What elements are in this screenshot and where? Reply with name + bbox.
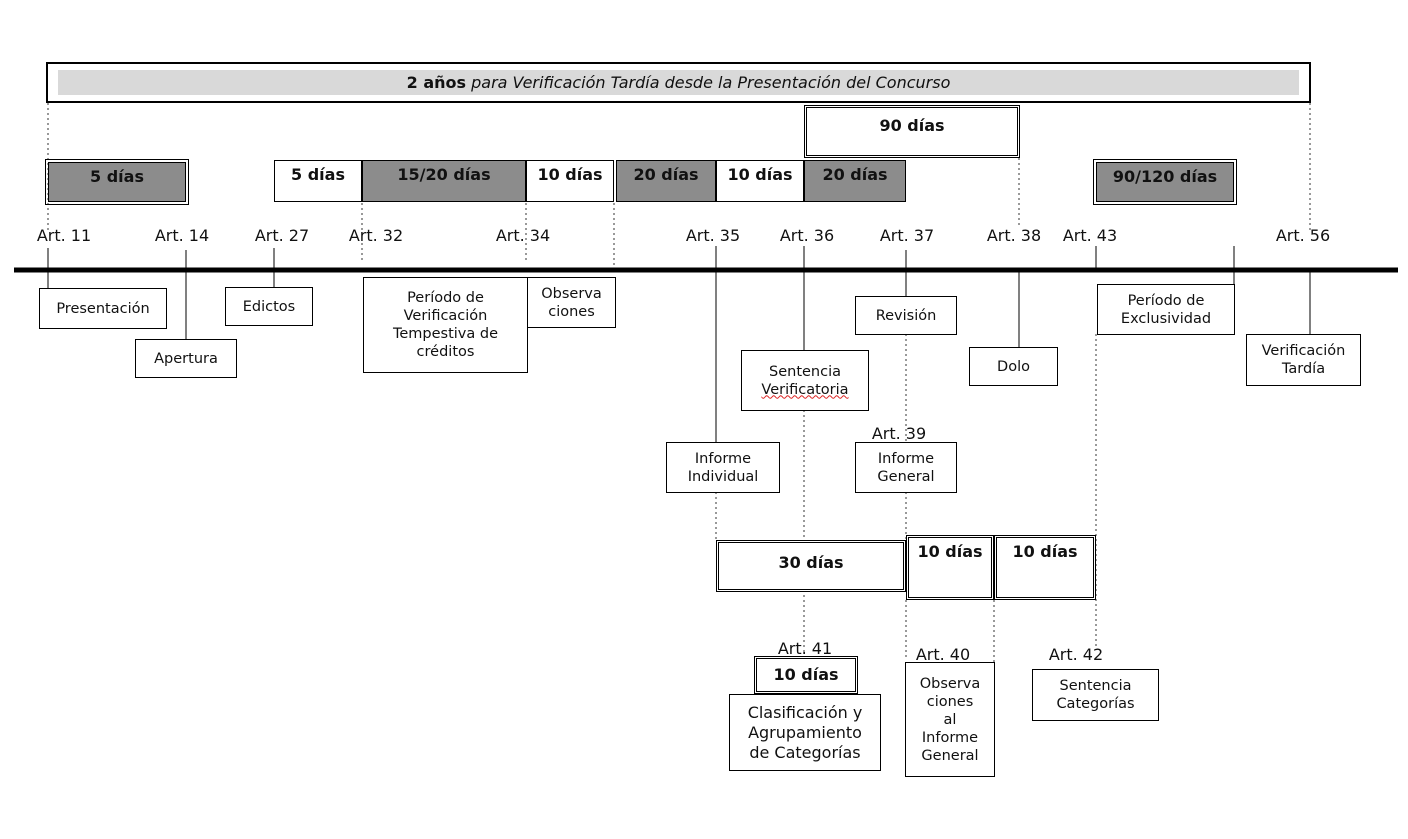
periodo-verificacion-box: Período de Verificación Tempestiva de cr… [363,277,528,373]
period-5-dias-b: 5 días [274,160,362,202]
periodo-verificacion-line-2: Verificación [403,308,488,324]
verificacion-tardia-box: Verificación Tardía [1246,334,1361,386]
observaciones-informe-line-4: Informe [921,729,979,746]
period-90-dias: 90 días [804,105,1020,158]
verificacion-tardia-line-2: Tardía [1281,361,1326,377]
period-90-120-dias: 90/120 días [1093,159,1237,205]
art-38-label: Art. 38 [986,226,1042,245]
sentencia-verificatoria-line-1: Sentencia [769,363,841,380]
period-10-dias-e: 10 días [754,656,858,694]
observaciones-line-1: Observa [541,285,602,302]
period-20-dias-b: 20 días [804,160,906,202]
informe-individual-line-2: Individual [687,468,759,485]
observaciones-informe-line-2: ciones [926,693,974,710]
sentencia-verificatoria-line-2: Verificatoria [761,381,849,398]
clasificacion-box: Clasificación y Agrupamiento de Categorí… [729,694,881,771]
art-32-label: Art. 32 [348,226,404,245]
observaciones-informe-line-3: al [943,711,957,728]
clasificacion-line-2: Agrupamiento [748,722,862,742]
sentencia-categorias-line-1: Sentencia [1059,678,1132,694]
apertura-box: Apertura [135,339,237,378]
observaciones-box: Observa ciones [527,277,616,328]
informe-individual-line-1: Informe [694,450,752,467]
observaciones-informe-line-1: Observa [919,675,981,692]
edictos-box: Edictos [225,287,313,326]
presentacion-box: Presentación [39,288,167,329]
title-bar: 2 años para Verificación Tardía desde la… [46,62,1311,103]
period-5-dias-a: 5 días [45,159,189,205]
art-40-label: Art. 40 [915,645,971,664]
sentencia-verificatoria-box: Sentencia Verificatoria [741,350,869,411]
sentencia-categorias-box: Sentencia Categorías [1032,669,1159,721]
art-56-label: Art. 56 [1275,226,1331,245]
dashed-guides [47,103,1311,662]
dolo-box: Dolo [969,347,1058,386]
observaciones-informe-box: Observa ciones al Informe General [905,662,995,777]
period-10-dias-a: 10 días [526,160,614,202]
title-bold: 2 años [406,73,467,92]
art-43-label: Art. 43 [1062,226,1118,245]
sentencia-categorias-line-2: Categorías [1056,696,1135,712]
period-10-dias-d: 10 días [994,535,1096,600]
period-20-dias-a: 20 días [616,160,716,202]
title-text: 2 años para Verificación Tardía desde la… [58,70,1299,95]
informe-general-line-1: Informe [877,450,935,467]
periodo-exclusividad-line-1: Período de [1127,292,1205,309]
clasificacion-line-1: Clasificación y [747,702,863,722]
art-41-label: Art. 41 [777,639,833,658]
period-30-dias: 30 días [716,540,906,592]
observaciones-informe-line-5: General [921,747,979,764]
periodo-exclusividad-line-2: Exclusividad [1120,310,1212,327]
observaciones-line-2: ciones [548,303,595,320]
informe-individual-box: Informe Individual [666,442,780,493]
art-36-label: Art. 36 [779,226,835,245]
periodo-verificacion-line-4: créditos [416,344,475,360]
informe-general-line-2: General [877,468,935,485]
art-42-label: Art. 42 [1048,645,1104,664]
art-11-label: Art. 11 [36,226,92,245]
period-10-dias-c: 10 días [906,535,994,600]
period-15-20-dias: 15/20 días [362,160,526,202]
informe-general-box: Informe General [855,442,957,493]
title-rest: para Verificación Tardía desde la Presen… [471,73,951,92]
periodo-verificacion-line-3: Tempestiva de [392,326,499,342]
solid-connectors [47,246,1311,442]
periodo-verificacion-line-1: Período de [407,290,484,306]
verificacion-tardia-line-1: Verificación [1261,343,1346,359]
revision-box: Revisión [855,296,957,335]
clasificacion-line-3: de Categorías [749,742,861,762]
period-10-dias-b: 10 días [716,160,804,202]
periodo-exclusividad-box: Período de Exclusividad [1097,284,1235,335]
art-34-label: Art. 34 [495,226,551,245]
art-27-label: Art. 27 [254,226,310,245]
art-39-label: Art. 39 [871,424,927,443]
art-35-label: Art. 35 [685,226,741,245]
art-37-label: Art. 37 [879,226,935,245]
art-14-label: Art. 14 [154,226,210,245]
